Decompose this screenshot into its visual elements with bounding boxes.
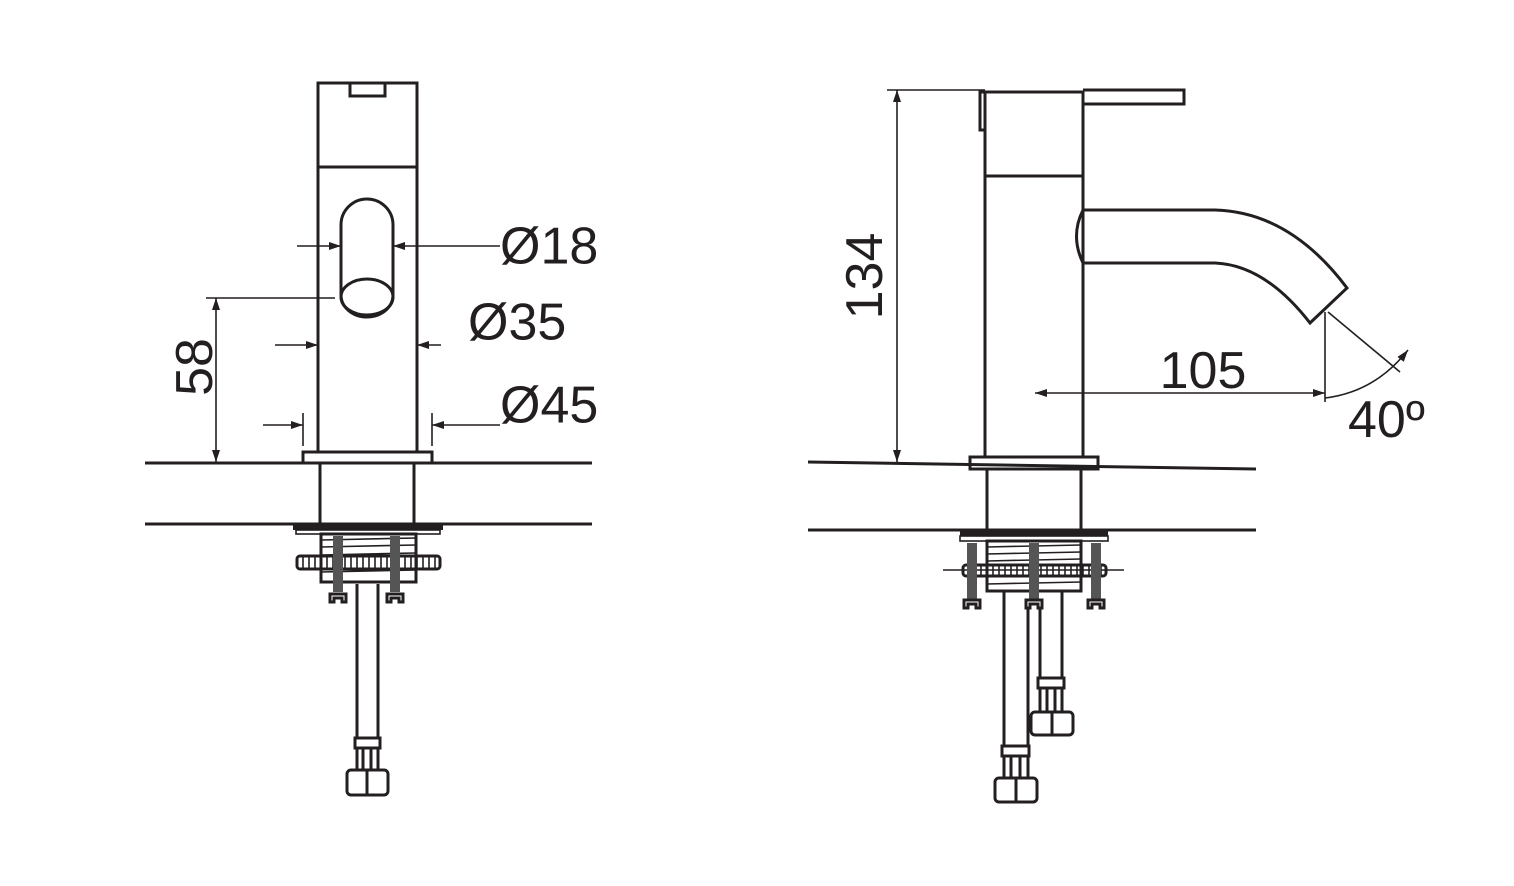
hose-ferrule [353,736,382,750]
stud-left [333,536,343,592]
stud-nut-right [385,592,405,604]
dim-spout-reach: 105 [1160,342,1247,400]
mount-washer-side [960,530,1108,536]
tap-body-side [983,90,1085,458]
dim-body-diameter: Ø35 [468,294,566,352]
dim-base-diameter: Ø45 [500,377,598,435]
mount-shank-side [985,467,1083,532]
supply-hose [355,584,380,738]
lever-handle [1083,88,1186,106]
dim-lever-height: 58 [166,338,224,396]
dim-lever-angle: 40º [1348,391,1425,449]
dim-lever-diameter: Ø18 [500,218,598,276]
mount-washer [293,524,443,530]
lever-slot [339,197,395,319]
stud-right [390,536,400,592]
dim-total-height: 134 [836,233,894,320]
lever-end [339,277,395,317]
supply-hose-2 [1038,591,1064,678]
base-plate [301,450,434,465]
side-view: 134 105 40º [807,88,1425,804]
stud-3 [1091,543,1101,599]
supply-hose-1 [1002,591,1030,746]
stud-nut-left [328,592,348,604]
stud-1 [967,543,977,599]
mount-shank [318,461,416,526]
counter-top-side [807,460,1257,471]
lever-back [978,90,985,132]
tap-body [316,81,419,454]
front-view: Ø18 Ø35 Ø45 58 [145,81,598,797]
lever-notch [348,83,387,98]
stud-2 [1029,543,1039,599]
spout [1075,208,1350,326]
